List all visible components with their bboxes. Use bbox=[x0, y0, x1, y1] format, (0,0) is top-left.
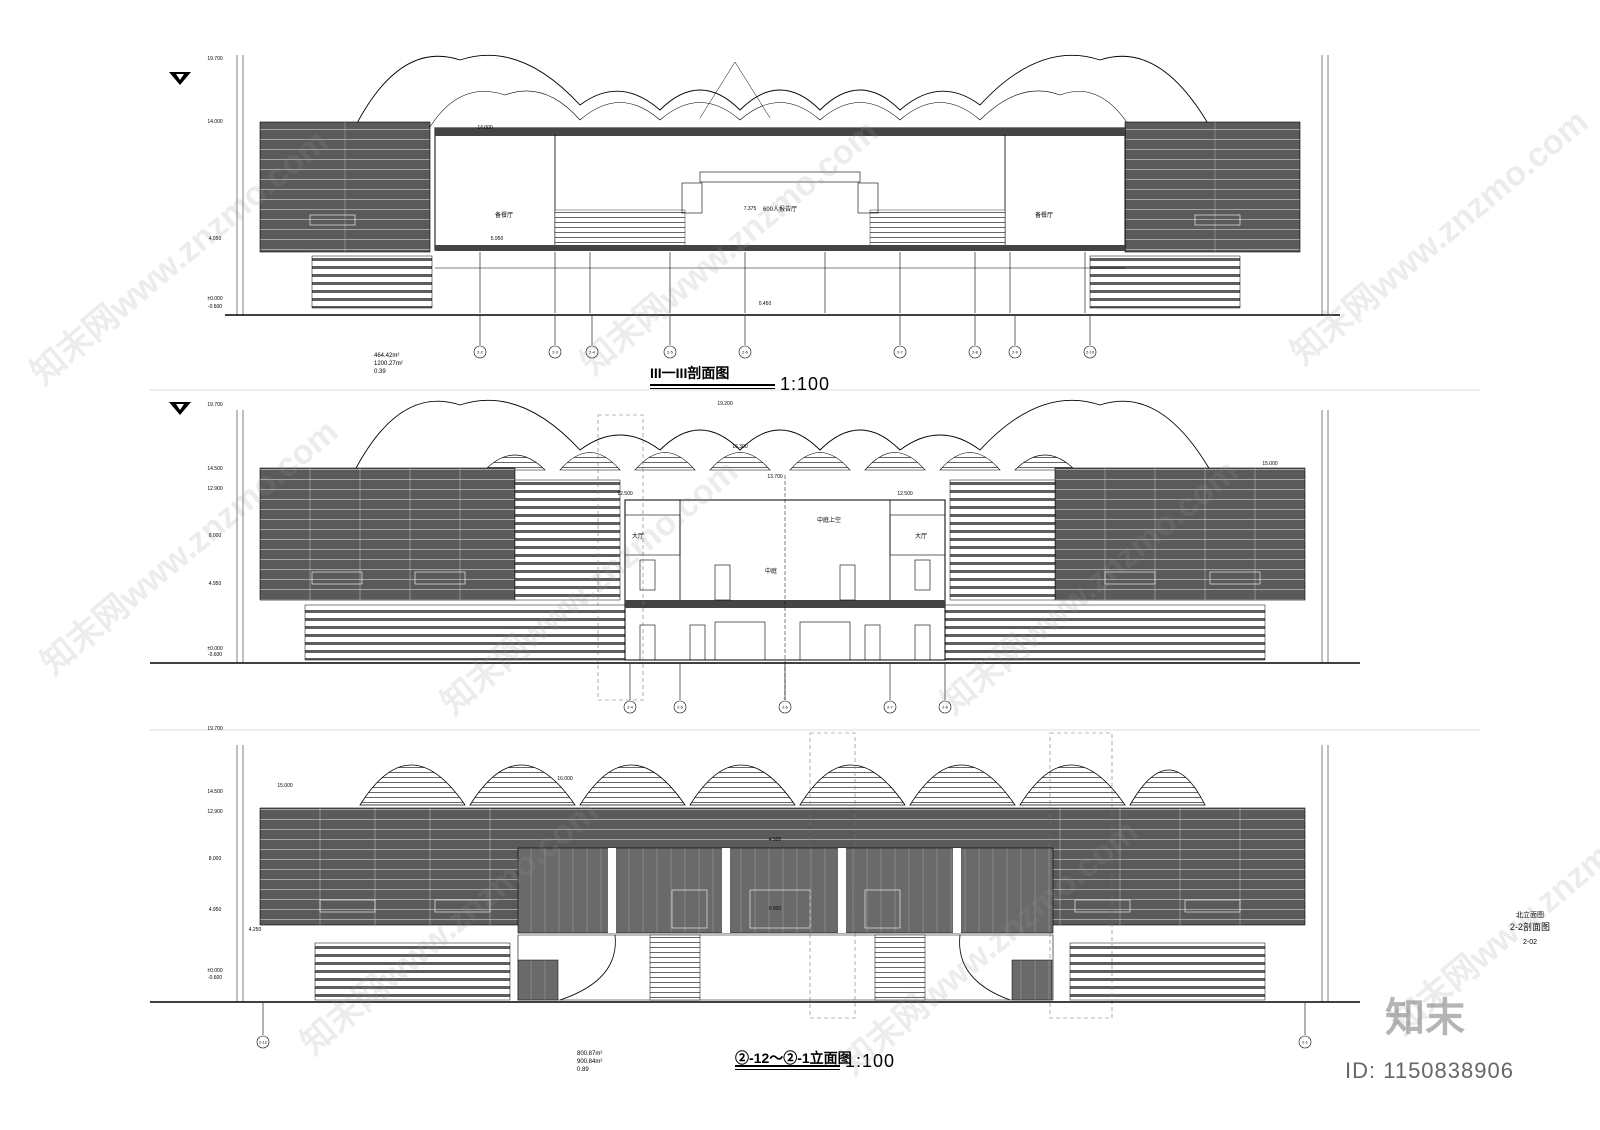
grid-axis-label: 2-8 bbox=[972, 350, 979, 355]
elevation-mark: 19.700 bbox=[207, 726, 223, 732]
side-note: 北立面图 2-2剖面图 2-02 bbox=[1509, 912, 1550, 946]
elevation-mark: 16.300 bbox=[732, 444, 748, 450]
grid-axis-label: 2-5 bbox=[677, 705, 684, 710]
room-label: 大厅 bbox=[632, 534, 645, 540]
elevation-mark: 12.500 bbox=[617, 491, 633, 497]
grid-axis-label: 2-6 bbox=[742, 350, 749, 355]
area-stats: 464.42m² 1200.27m² 0.39 bbox=[374, 353, 403, 375]
room-label: 大厅 bbox=[915, 534, 928, 540]
elevation-mark: 4.950 bbox=[209, 581, 222, 587]
grid-labels: 2-2 2-3 2-4 2-5 2-6 2-7 2-8 2-9 2-10 2-4 2-5 2-6 2-7… bbox=[207, 56, 1308, 1045]
drawing-title: III一III剖面图 bbox=[650, 365, 730, 381]
elevation-mark: 14.500 bbox=[207, 789, 223, 795]
elevation-mark: 4.950 bbox=[209, 907, 222, 913]
elevation-mark: 7.375 bbox=[744, 206, 757, 212]
north-arrow-icon bbox=[169, 402, 191, 415]
grid-axis-label: 2-4 bbox=[627, 705, 634, 710]
elevation-mark: 19.200 bbox=[717, 401, 733, 407]
title-underline bbox=[735, 1069, 840, 1070]
elevation-mark: 12.500 bbox=[897, 491, 913, 497]
elevation-drawing bbox=[150, 732, 1360, 1049]
elevation-mark: 14.000 bbox=[207, 119, 223, 125]
grid-axis-label: 2-10 bbox=[1086, 350, 1095, 355]
grid-axis-label: 2-6 bbox=[782, 705, 789, 710]
area-stats: 800.87m² 900.84m² 0.89 bbox=[577, 1051, 603, 1073]
elevation-mark: 13.700 bbox=[767, 474, 783, 480]
grid-axis-label: 2-9 bbox=[1012, 350, 1019, 355]
elevation-mark: 0.450 bbox=[759, 301, 772, 307]
room-label: 600人报告厅 bbox=[763, 207, 798, 213]
middle-drawing bbox=[150, 399, 1360, 714]
elevation-mark: 8.000 bbox=[209, 533, 222, 539]
elevation-mark: 15.000 bbox=[277, 783, 293, 789]
grid-axis-label: 2-1 bbox=[1302, 1040, 1309, 1045]
drawing-scale: 1:100 bbox=[845, 1051, 896, 1071]
grid-axis-label: 2-7 bbox=[887, 705, 894, 710]
elevation-mark: 16.000 bbox=[557, 776, 573, 782]
room-label: 备餐厅 bbox=[495, 213, 514, 219]
elevation-mark: 19.700 bbox=[207, 56, 223, 62]
image-id: ID: 1150838906 bbox=[1345, 1058, 1514, 1083]
elevation-mark: ±0.000 bbox=[207, 296, 222, 302]
room-label: 备餐厅 bbox=[1035, 213, 1054, 219]
elevation-mark: 5.950 bbox=[491, 236, 504, 242]
grid-axis-label: 2-8 bbox=[942, 705, 949, 710]
elevation-mark: 4.250 bbox=[249, 927, 262, 933]
elevation-mark: 12.900 bbox=[207, 809, 223, 815]
grid-axis-label: 2-3 bbox=[552, 350, 559, 355]
room-label: 中庭上空 bbox=[817, 518, 842, 524]
elevation-mark: -0.600 bbox=[208, 652, 222, 658]
drawing-title: ②-12～②-1立面图 bbox=[735, 1050, 852, 1066]
elevation-mark: -0.600 bbox=[208, 304, 222, 310]
room-label: 中庭 bbox=[765, 569, 778, 575]
grid-axis-label: 2-5 bbox=[667, 350, 674, 355]
elevation-mark: 12.900 bbox=[207, 486, 223, 492]
section-drawing bbox=[225, 54, 1340, 359]
north-arrow-icon bbox=[169, 72, 191, 85]
elevation-mark: 19.700 bbox=[207, 402, 223, 408]
title-underline bbox=[650, 388, 775, 389]
elevation-mark: 0.900 bbox=[769, 906, 782, 912]
elevation-mark: 4.950 bbox=[209, 236, 222, 242]
elevation-mark: ±0.000 bbox=[207, 968, 222, 974]
elevation-mark: 4.500 bbox=[769, 837, 782, 843]
brand-logo: 知末 bbox=[1385, 995, 1465, 1041]
elevation-mark: 15.000 bbox=[1262, 461, 1278, 467]
elevation-mark: 8.000 bbox=[209, 856, 222, 862]
title-underline bbox=[735, 1065, 840, 1067]
elevation-mark: ±0.000 bbox=[207, 646, 222, 652]
grid-axis-label: 2-12 bbox=[259, 1040, 268, 1045]
elevation-mark: 14.500 bbox=[207, 466, 223, 472]
drawing-scale: 1:100 bbox=[780, 374, 831, 394]
title-underline bbox=[650, 384, 775, 386]
grid-axis-label: 2-4 bbox=[589, 350, 596, 355]
grid-axis-label: 2-7 bbox=[897, 350, 904, 355]
elevation-mark: 14.000 bbox=[477, 125, 493, 131]
elevation-mark: -0.600 bbox=[208, 975, 222, 981]
grid-axis-label: 2-2 bbox=[477, 350, 484, 355]
